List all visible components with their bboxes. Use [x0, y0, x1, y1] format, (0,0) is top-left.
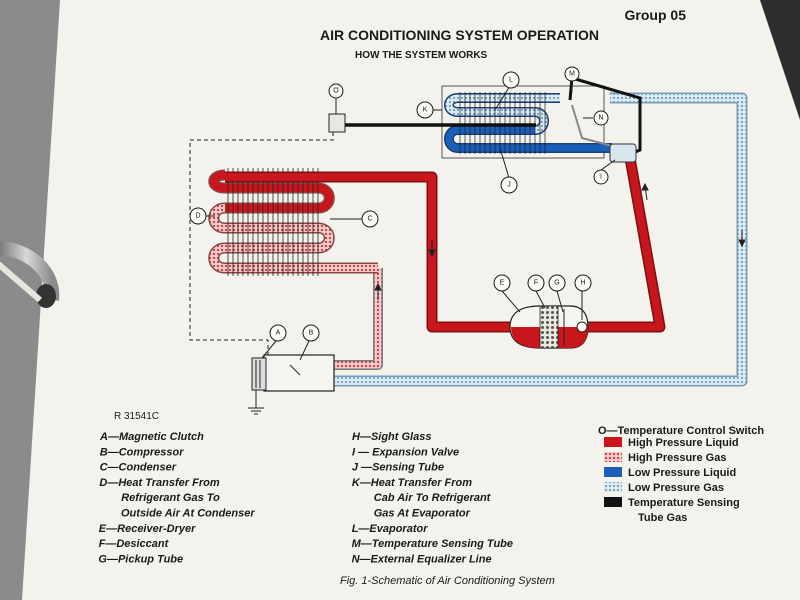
legend-swatch-label: Low Pressure Gas — [628, 482, 724, 494]
callout-a: A — [269, 324, 287, 342]
svg-text:G: G — [554, 280, 559, 287]
legend-entry: Cab Air To Refrigerant — [374, 492, 492, 504]
svg-text:F: F — [534, 280, 538, 287]
legend-entry: L—Evaporator — [352, 523, 429, 535]
legend-entry: F—Desiccant — [99, 538, 170, 550]
figure-reference-code: R 31541C — [114, 411, 159, 422]
svg-text:D: D — [195, 213, 200, 220]
group-label: Group 05 — [625, 7, 687, 23]
legend-entry: B—Compressor — [100, 446, 184, 458]
legend-entry: I — Expansion Valve — [352, 446, 459, 458]
figure-caption: Fig. 1-Schematic of Air Conditioning Sys… — [340, 575, 555, 587]
external-equalizer-line — [571, 104, 613, 147]
page-subtitle: HOW THE SYSTEM WORKS — [355, 50, 488, 61]
legend-swatch-label: Low Pressure Liquid — [628, 467, 736, 479]
legend-entry: H—Sight Glass — [352, 431, 431, 443]
evaporator-coil — [444, 93, 612, 153]
callout-g: G — [548, 274, 566, 292]
legend-swatch — [604, 497, 622, 507]
flow-arrows — [374, 182, 746, 300]
liquid-line-to-valve-fill — [585, 157, 664, 331]
evaporator-fins — [459, 92, 546, 154]
legend-swatch — [604, 467, 622, 477]
svg-text:M: M — [569, 71, 575, 78]
legend-swatch — [604, 482, 622, 492]
svg-text:N: N — [598, 115, 603, 122]
legend-entry: Outside Air At Condenser — [121, 508, 255, 520]
legend-entry: Gas At Evaporator — [374, 508, 471, 520]
svg-text:E: E — [500, 280, 505, 287]
legend-entry: A—Magnetic Clutch — [99, 431, 204, 443]
legend-swatch-label: High Pressure Liquid — [628, 437, 739, 449]
legend-column-2: H—Sight Glass I — Expansion Valve J —Sensi… — [352, 431, 513, 565]
callout-c: C — [361, 210, 379, 228]
compressor — [263, 354, 335, 392]
magnetic-clutch — [251, 357, 267, 391]
legend-entry: J —Sensing Tube — [352, 462, 444, 474]
callout-l: L — [502, 71, 520, 89]
legend-entry: E—Receiver-Dryer — [99, 523, 196, 535]
expansion-valve — [609, 143, 637, 163]
callout-d: D — [189, 207, 207, 225]
legend-swatch-label: High Pressure Gas — [628, 452, 726, 464]
compressor-arrow — [289, 364, 301, 376]
condenser-fins — [227, 168, 319, 276]
callout-i: I — [593, 169, 609, 185]
legend-entry: D—Heat Transfer From — [99, 477, 219, 489]
legend-entry: N—External Equalizer Line — [352, 553, 492, 565]
legend-swatch — [604, 452, 622, 462]
callout-leaders — [206, 80, 616, 361]
callout-e: E — [493, 274, 511, 292]
svg-text:K: K — [423, 107, 428, 114]
ground-symbol — [248, 390, 264, 415]
legend-entry: G—Pickup Tube — [98, 553, 183, 565]
receiver-dryer — [509, 305, 589, 349]
svg-text:I: I — [600, 174, 602, 181]
callout-j: J — [500, 176, 518, 194]
svg-text:J: J — [507, 182, 511, 189]
svg-text:O: O — [333, 88, 339, 95]
legend-swatch-label: Temperature Sensing — [628, 497, 740, 509]
temperature-control-switch — [328, 113, 346, 133]
callout-h: H — [574, 274, 592, 292]
callout-f: F — [527, 274, 545, 292]
binder-ring — [0, 241, 60, 308]
legend-swatch-label: Tube Gas — [638, 512, 687, 524]
callout-n: N — [593, 110, 609, 126]
desiccant — [539, 305, 559, 349]
callout-k: K — [416, 101, 434, 119]
page-title: AIR CONDITIONING SYSTEM OPERATION — [320, 27, 599, 43]
callout-b: B — [302, 324, 320, 342]
svg-text:B: B — [309, 330, 314, 337]
svg-text:A: A — [276, 330, 281, 337]
legend-entry: K—Heat Transfer From — [352, 477, 472, 489]
legend-switch-label: O—Temperature Control Switch — [598, 425, 764, 437]
legend-entry: Refrigerant Gas To — [121, 492, 220, 504]
legend-swatch — [604, 437, 622, 447]
svg-text:H: H — [580, 280, 585, 287]
callout-o: O — [328, 83, 344, 99]
legend-entry: M—Temperature Sensing Tube — [352, 538, 513, 550]
svg-text:C: C — [367, 216, 372, 223]
callout-m: M — [564, 66, 580, 82]
sight-glass — [576, 321, 588, 333]
legend-column-1: A—Magnetic ClutchB—CompressorC—Condenser… — [98, 431, 255, 565]
svg-text:L: L — [509, 77, 513, 84]
legend-entry: C—Condenser — [100, 462, 177, 474]
